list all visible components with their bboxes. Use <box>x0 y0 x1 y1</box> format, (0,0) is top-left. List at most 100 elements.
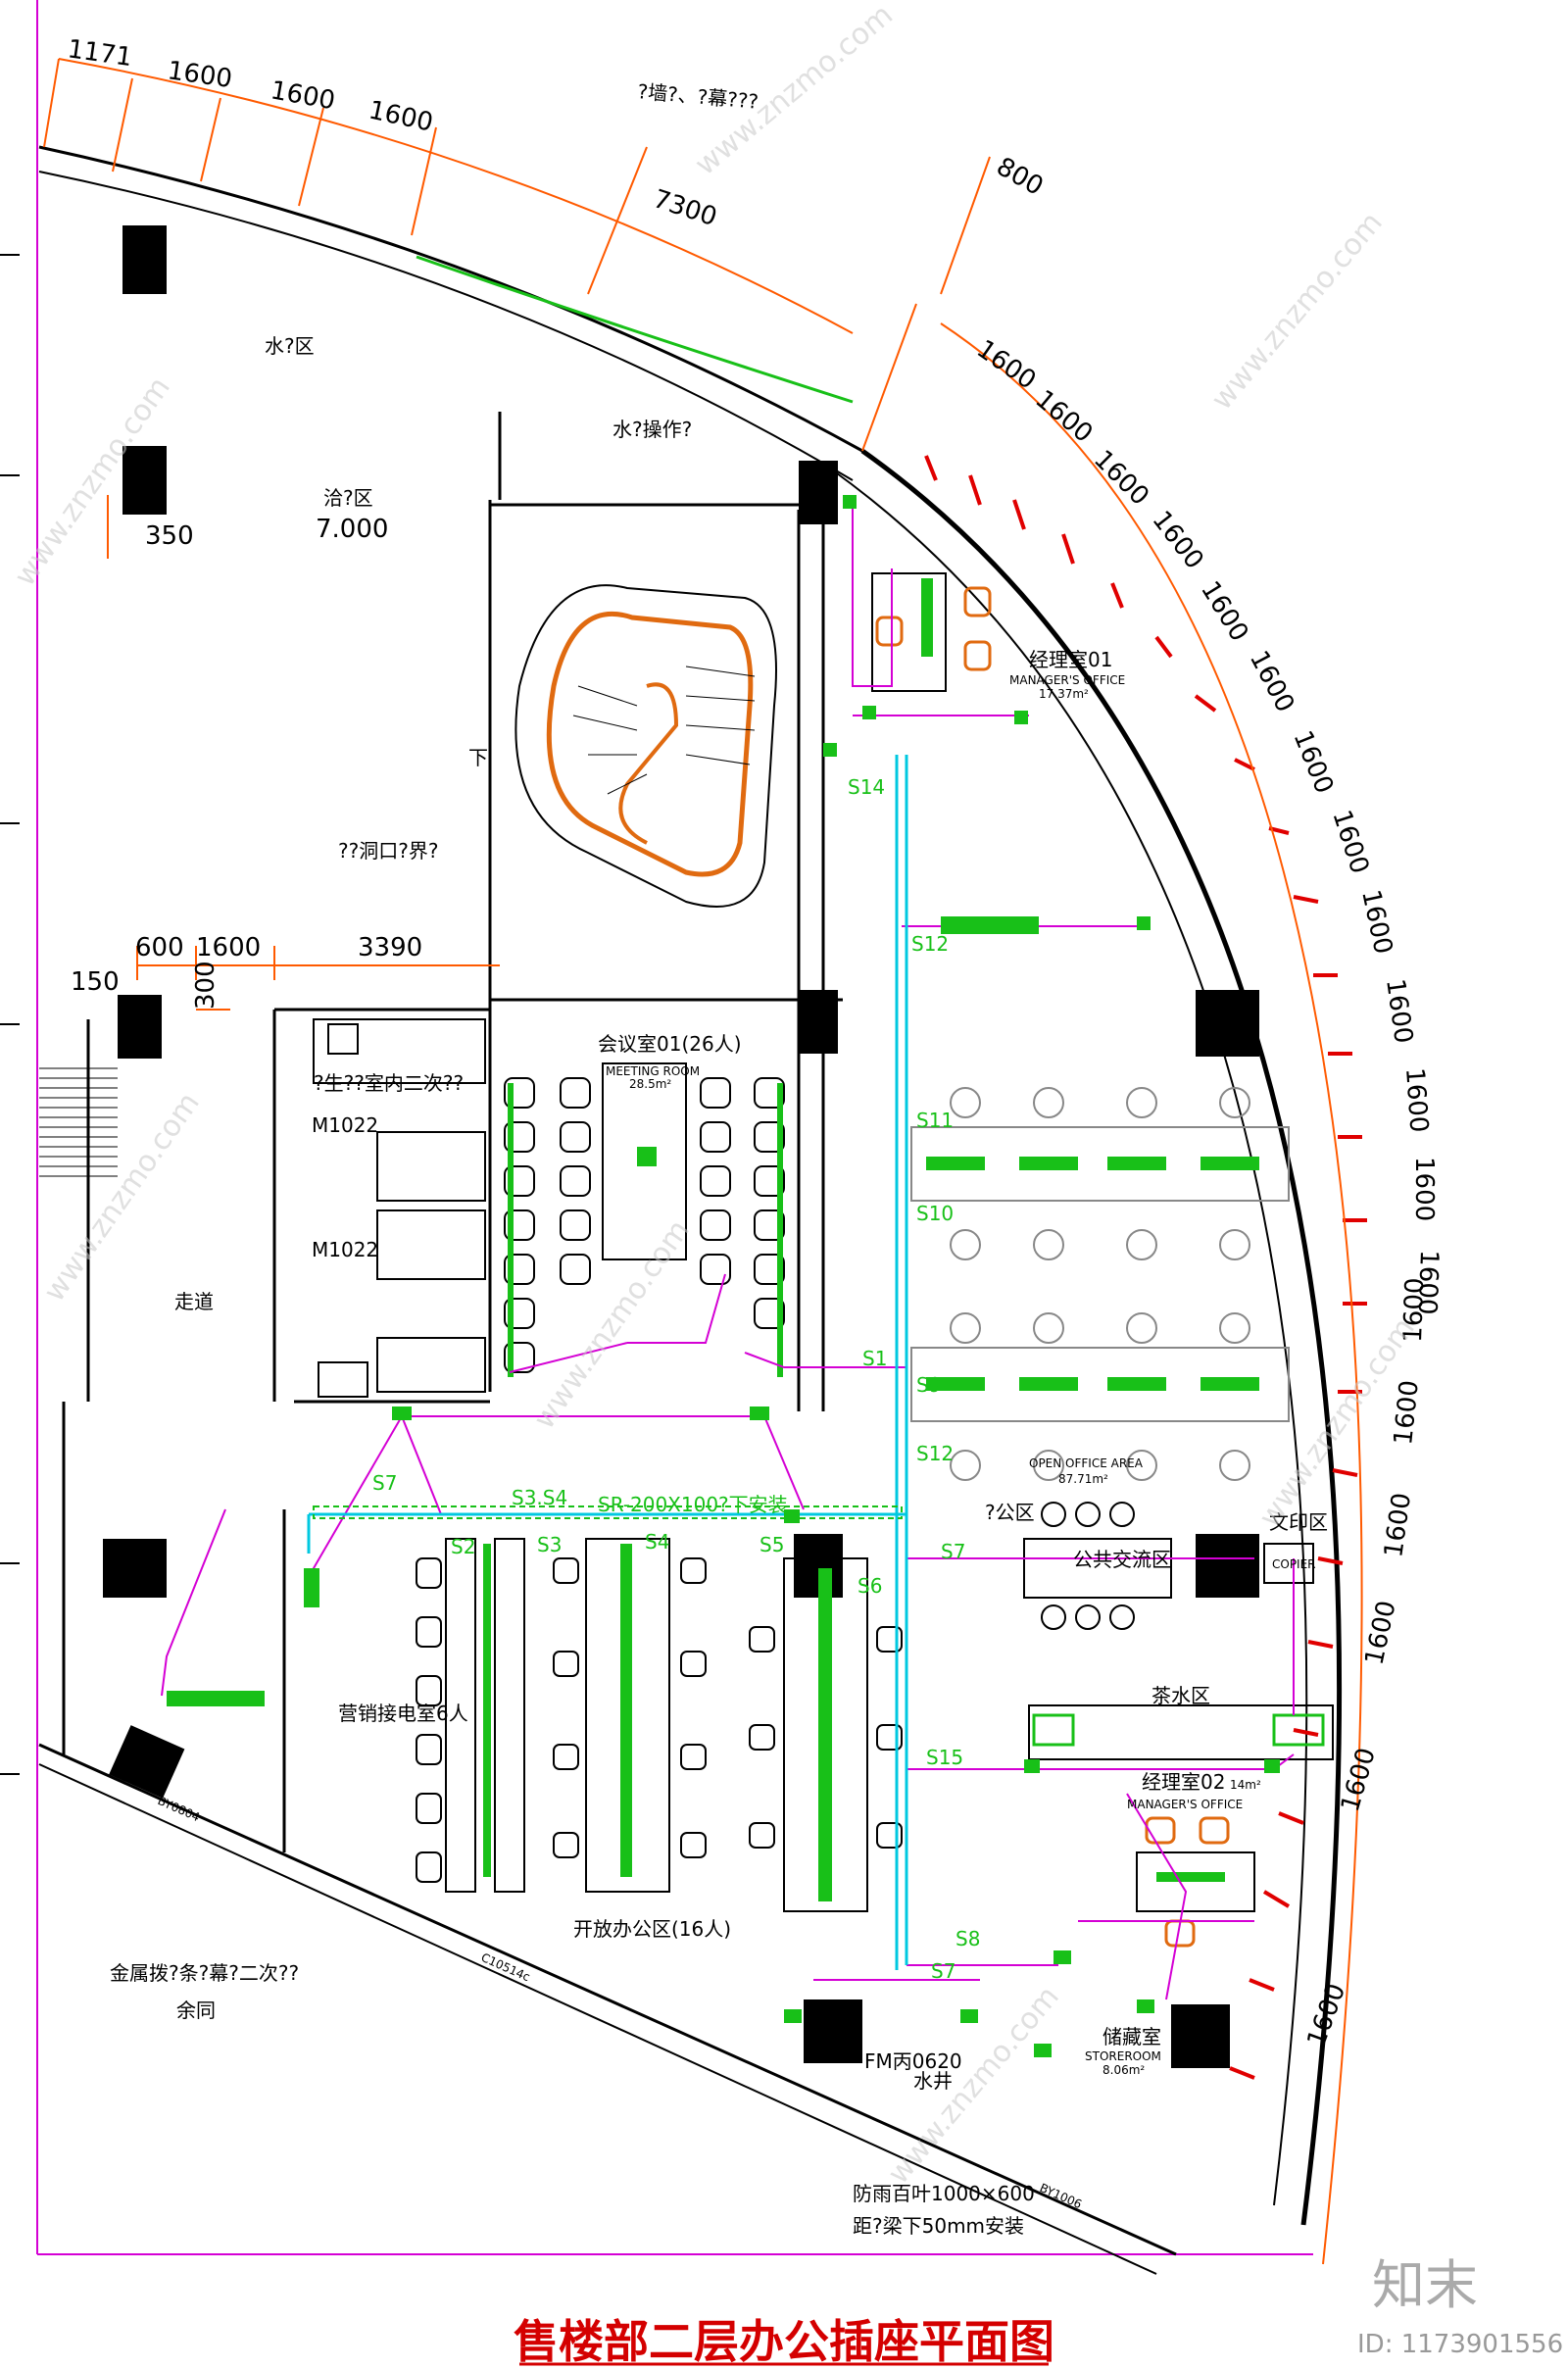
circuit-s13: S12 <box>916 1442 954 1465</box>
arc-dim: 1600 <box>1336 1745 1382 1815</box>
toilets <box>313 1018 486 1398</box>
label-mgr2-en: MANAGER'S OFFICE <box>1127 1798 1243 1811</box>
arc-dim: 1600 <box>1288 726 1340 798</box>
circuit-s9: S9 <box>916 1373 941 1397</box>
circuit-s10: S10 <box>916 1202 954 1225</box>
label-open-office-en: OPEN OFFICE AREA <box>1029 1456 1144 1470</box>
arc-dim: 1600 <box>1360 1598 1402 1667</box>
dim-top-4: 1600 <box>367 96 436 138</box>
circuit-s6: S6 <box>858 1574 882 1598</box>
arc-dim: 1600 <box>1326 807 1374 877</box>
public-exchange-table <box>1023 1502 1314 1630</box>
top-note: ?墙?、?幕??? <box>637 79 760 114</box>
drawing-title: 售楼部二层办公插座平面图 <box>514 2315 1054 2368</box>
meeting-table-group <box>504 1062 785 1377</box>
dim-left-6: 350 <box>145 521 194 551</box>
label-mgr1-en: MANAGER'S OFFICE <box>1009 673 1125 687</box>
label-storage-en: STOREROOM <box>1085 2049 1161 2063</box>
arc-dim: 1600 <box>1398 1277 1430 1343</box>
arc-dim: 1600 <box>1030 384 1099 449</box>
dim-top-5: 7300 <box>650 184 720 232</box>
green-glazing-top <box>416 255 854 404</box>
arc-dim: 1600 <box>971 334 1041 396</box>
label-water-op: 水?操作? <box>612 418 692 441</box>
spiral-stair <box>514 584 777 908</box>
dimension-lines <box>43 58 1363 2265</box>
label-rest-area: 洽?区 <box>323 486 373 510</box>
label-curtain-note: 金属拨?条?幕?二次?? <box>110 1961 299 1985</box>
cable-tray-label-band <box>313 1505 903 1519</box>
power-circuits <box>161 505 1295 2000</box>
label-mgr1: 经理室01 <box>1029 648 1112 671</box>
open-office-desks <box>910 1087 1290 1481</box>
facade-outer-top <box>38 145 863 453</box>
label-meeting-en: MEETING ROOM <box>606 1064 700 1078</box>
facade-arc-inner <box>832 469 1308 2206</box>
label-storage: 储藏室 <box>1102 2025 1161 2048</box>
label-water-well: 水井 <box>913 2069 953 2093</box>
label-toilet-note: ?生??室内二次?? <box>314 1071 464 1095</box>
label-tea-area: 茶水区 <box>1152 1684 1210 1707</box>
dim-left-2: 600 <box>135 933 184 962</box>
label-c10514: C10514c <box>479 1950 532 1984</box>
room-labels: 水?区 水?操作? 洽?区 7.000 下 ??洞口?界? ?生??室内二次??… <box>110 334 1328 2238</box>
window-ticks <box>924 455 1367 2080</box>
cable-tray <box>307 755 908 1970</box>
dim-left-5: 300 <box>191 961 220 1010</box>
watermarks: www.znzmo.com www.znzmo.com www.znzmo.co… <box>8 0 1422 2191</box>
arc-dim: 1600 <box>1389 1379 1425 1447</box>
manager-office-01-furniture <box>871 572 992 692</box>
circuit-labels: S14 S12 S11 S10 S9 S12 S1 S7 S3.S4 SR-20… <box>372 775 980 1983</box>
label-hole-note: ??洞口?界? <box>338 839 438 863</box>
label-meeting-area: 28.5m² <box>629 1077 671 1091</box>
label-rest-level: 7.000 <box>316 515 388 544</box>
circuit-s8: S8 <box>956 1927 980 1950</box>
manager-office-02-furniture <box>1136 1816 1255 1948</box>
label-sales-room: 营销接电室6人 <box>338 1702 468 1725</box>
arc-dim: 1600 <box>1380 977 1418 1046</box>
label-corridor: 走道 <box>174 1290 214 1313</box>
circuit-s11: S11 <box>916 1109 954 1132</box>
circuit-s15: S15 <box>926 1746 963 1769</box>
circuit-s14: S14 <box>848 775 885 799</box>
label-note-yu: 余同 <box>176 1999 216 2022</box>
brand-logo: 知末 <box>1372 2254 1478 2316</box>
label-door-m2: M1022 <box>312 1238 378 1261</box>
dim-top-3: 1600 <box>269 75 337 116</box>
core-walls <box>62 412 843 1852</box>
svg-text:www.znzmo.com: www.znzmo.com <box>37 1086 207 1308</box>
facade-arc-outer <box>860 448 1343 2226</box>
label-meeting: 会议室01(26人) <box>598 1032 742 1056</box>
label-by1006: BY1006 <box>1038 2181 1084 2211</box>
socket-symbols <box>167 495 1280 2057</box>
dim-top-6: 800 <box>992 152 1049 202</box>
dim-top-1: 1171 <box>66 34 134 73</box>
columns <box>103 225 1259 2068</box>
label-fm-door: FM丙0620 <box>864 2049 962 2073</box>
label-louver-note: 防雨百叶1000×600 <box>853 2182 1035 2205</box>
arc-dim: 1600 <box>1195 576 1254 647</box>
circuit-s5: S5 <box>760 1533 784 1556</box>
arc-dim: 1600 <box>1379 1491 1417 1559</box>
facade-bottom-inner <box>38 1763 1157 2275</box>
label-copier: COPIER <box>1272 1557 1316 1571</box>
arc-dim: 1600 <box>1412 1250 1444 1315</box>
arc-dim: 1600 <box>1355 887 1397 957</box>
arc-dim: 1600 <box>1399 1066 1434 1133</box>
arc-dim: 1600 <box>1409 1157 1439 1221</box>
dim-left-1: 150 <box>71 967 120 997</box>
label-door-m1: M1022 <box>312 1113 378 1137</box>
dim-top-2: 1600 <box>166 56 234 94</box>
label-louver-note2: 距?梁下50mm安装 <box>853 2214 1024 2238</box>
circuit-s2: S2 <box>451 1535 475 1558</box>
label-open-office16: 开放办公区(16人) <box>573 1917 731 1941</box>
circuit-tray: SR-200X100?下安装 <box>598 1493 788 1516</box>
svg-text:www.znzmo.com: www.znzmo.com <box>1204 206 1390 417</box>
circuit-s12: S12 <box>911 932 949 956</box>
tea-counter <box>1028 1704 1334 1760</box>
circuit-s7a: S7 <box>372 1471 397 1495</box>
dimension-texts: 1171 1600 1600 1600 7300 800 ?墙?、?幕??? 1… <box>66 34 1048 1010</box>
left-axis-ticks <box>0 254 20 1775</box>
left-stair-treads <box>39 1067 118 1177</box>
